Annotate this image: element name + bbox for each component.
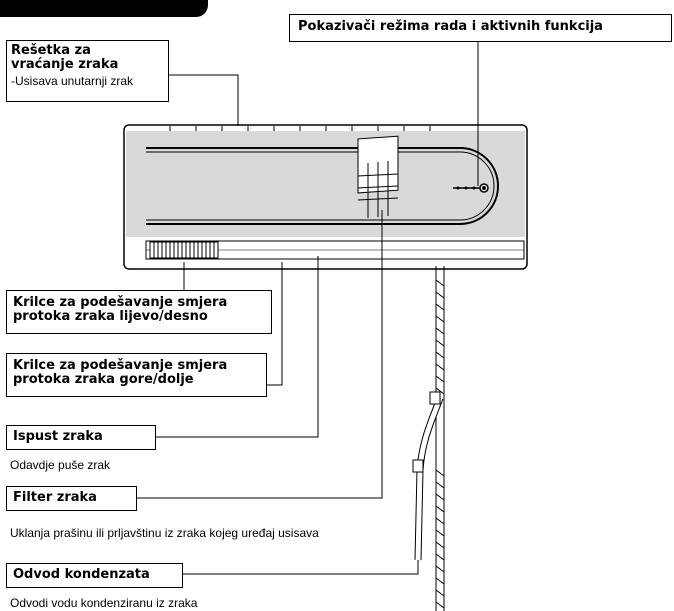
filter-desc: Uklanja prašinu ili prljavštinu iz zraka… — [10, 526, 319, 540]
louver-ud-line-2: protoka zraka gore/dolje — [13, 372, 194, 387]
louver-lr-line-2: protoka zraka lijevo/desno — [13, 309, 208, 324]
return-grille-title-1: Rešetka za — [11, 43, 91, 58]
panel-racetrack — [146, 147, 499, 225]
filter-label-box: Filter zraka — [6, 486, 137, 511]
return-grille-label-box: Rešetka za vraćanje zraka -Usisava unuta… — [6, 40, 169, 102]
outlet-desc: Odavdje puše zrak — [10, 458, 111, 472]
louver-lr-label-box: Krilce za podešavanje smjera protoka zra… — [6, 290, 272, 334]
drain-label-box: Odvod kondenzata — [6, 563, 183, 588]
section-heading-tab — [0, 0, 208, 17]
louver-ud-line-1: Krilce za podešavanje smjera — [13, 358, 228, 373]
outlet-title: Ispust zraka — [13, 429, 103, 444]
louver-lr-line-1: Krilce za podešavanje smjera — [13, 295, 228, 310]
leader-lines — [136, 42, 479, 575]
return-grille-desc: -Usisava unutarnji zrak — [11, 74, 134, 88]
air-filter-drawing — [357, 135, 399, 218]
return-grille-title-2: vraćanje zraka — [11, 57, 119, 72]
filter-title: Filter zraka — [13, 490, 97, 505]
drain-desc: Odvodi vodu kondenziranu iz zraka — [10, 596, 198, 610]
return-grille-ticks — [169, 126, 431, 131]
front-panel — [126, 131, 525, 237]
indicators-label: Pokazivači režima rada i aktivnih funkci… — [298, 19, 603, 34]
indicators-label-box: Pokazivači režima rada i aktivnih funkci… — [289, 14, 672, 42]
louvers-left-right — [149, 241, 219, 259]
drain-pipe — [412, 266, 445, 611]
indicator-lights-drawing — [453, 183, 489, 193]
louver-ud-label-box: Krilce za podešavanje smjera protoka zra… — [6, 353, 267, 397]
drain-title: Odvod kondenzata — [13, 567, 150, 582]
outlet-label-box: Ispust zraka — [6, 425, 156, 450]
